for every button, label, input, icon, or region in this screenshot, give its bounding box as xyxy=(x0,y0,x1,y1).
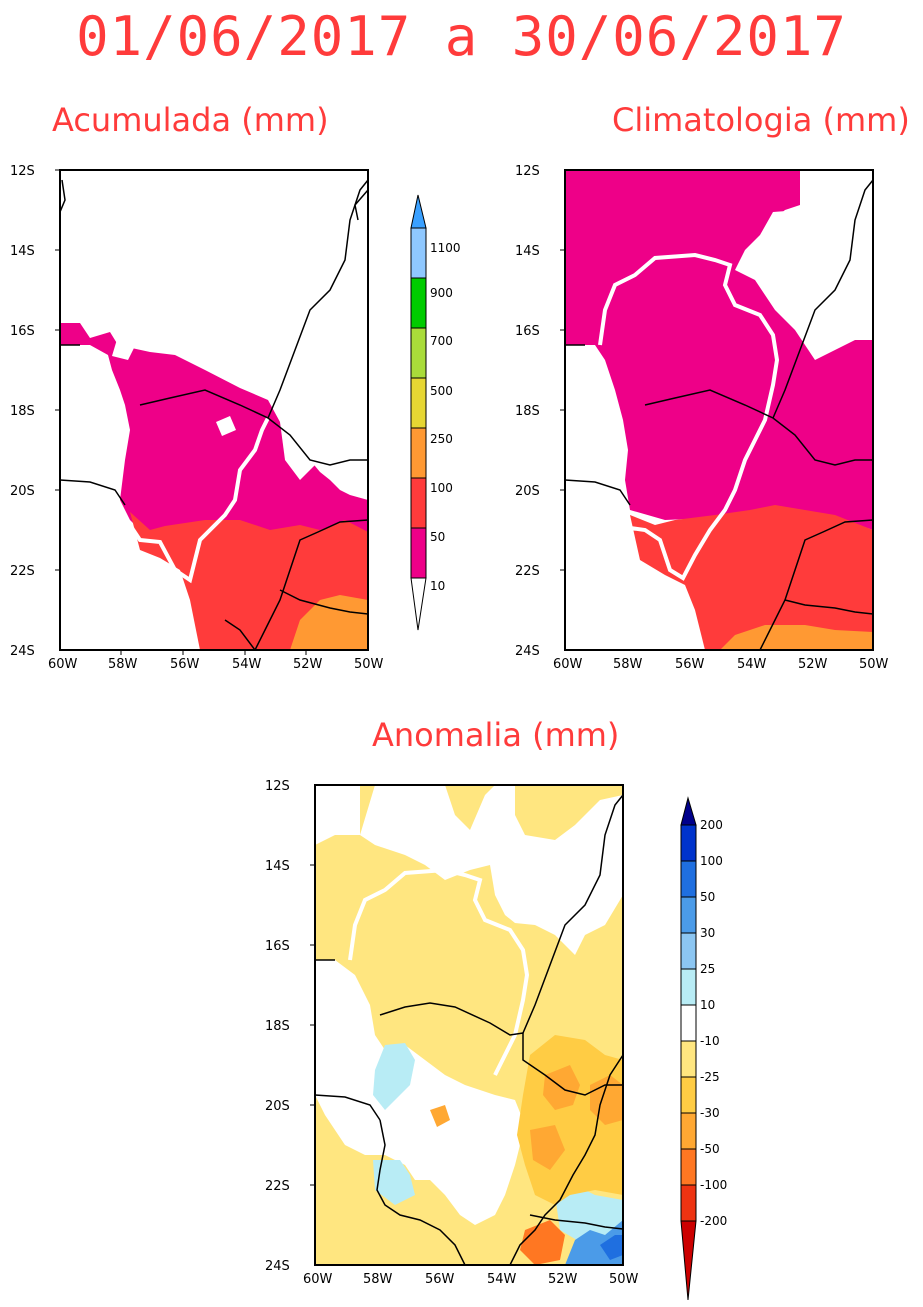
lon-label: 58W xyxy=(363,1272,393,1287)
anomaly-colorbar-label: 100 xyxy=(700,854,723,868)
anomaly-colorbar-label: 10 xyxy=(700,998,715,1012)
lat-label: 16S xyxy=(10,324,35,339)
precip-colorbar: 1100 900 700 500 250 100 50 10 xyxy=(410,194,461,631)
anomaly-colorbar-label: -50 xyxy=(700,1142,720,1156)
lon-label: 50W xyxy=(859,657,889,672)
lat-label: 24S xyxy=(10,644,35,659)
precip-colorbar-label: 700 xyxy=(430,334,453,348)
precip-colorbar-label: 10 xyxy=(430,579,445,593)
magenta-region xyxy=(565,170,873,530)
anomaly-title: Anomalia (mm) xyxy=(372,716,620,754)
lon-label: 52W xyxy=(548,1272,578,1287)
lon-ticks: 60W 58W 56W 54W 52W 50W xyxy=(303,1272,639,1287)
anomaly-colorbar-label: 50 xyxy=(700,890,715,904)
lat-label: 12S xyxy=(265,779,290,794)
anomaly-colorbar-label: -100 xyxy=(700,1178,727,1192)
lon-label: 56W xyxy=(425,1272,455,1287)
anomaly-colorbar-label: 200 xyxy=(700,818,723,832)
lat-label: 14S xyxy=(10,244,35,259)
lat-label: 16S xyxy=(265,939,290,954)
anomaly-map: 12S 14S 16S 18S 20S 22S 24S 60W 58W 56W … xyxy=(265,779,639,1287)
lat-label: 20S xyxy=(515,484,540,499)
lat-label: 20S xyxy=(10,484,35,499)
orange-region xyxy=(720,625,873,650)
lat-label: 14S xyxy=(265,859,290,874)
lon-label: 54W xyxy=(737,657,767,672)
precip-colorbar-label: 1100 xyxy=(430,241,461,255)
light-cyan-region xyxy=(373,1043,415,1110)
lat-ticks: 12S 14S 16S 18S 20S 22S 24S xyxy=(265,779,315,1274)
lat-label: 16S xyxy=(515,324,540,339)
orange-spot xyxy=(430,1105,450,1127)
orange-region xyxy=(290,595,368,650)
lat-label: 18S xyxy=(515,404,540,419)
lat-label: 24S xyxy=(515,644,540,659)
lon-label: 56W xyxy=(675,657,705,672)
lon-label: 58W xyxy=(108,657,138,672)
red-region xyxy=(630,505,873,650)
lon-ticks: 60W 58W 56W 54W 52W 50W xyxy=(553,657,889,672)
lat-ticks: 12S 14S 16S 18S 20S 22S 24S xyxy=(10,164,60,659)
light-cyan-region xyxy=(555,1185,623,1245)
lat-label: 14S xyxy=(515,244,540,259)
precip-colorbar-label: 250 xyxy=(430,432,453,446)
lon-label: 60W xyxy=(48,657,78,672)
precip-colorbar-label: 900 xyxy=(430,286,453,300)
lat-label: 12S xyxy=(515,164,540,179)
lat-label: 18S xyxy=(10,404,35,419)
climatology-map: 12S 14S 16S 18S 20S 22S 24S 60W 58W 56W … xyxy=(515,164,889,672)
lon-label: 50W xyxy=(609,1272,639,1287)
accumulated-map: 12S 14S 16S 18S 20S 22S 24S 60W 58W 56W … xyxy=(10,164,384,672)
lon-label: 60W xyxy=(553,657,583,672)
light-cyan-region xyxy=(373,1160,415,1205)
precip-colorbar-label: 100 xyxy=(430,481,453,495)
lat-label: 22S xyxy=(10,564,35,579)
lon-label: 56W xyxy=(170,657,200,672)
lon-label: 54W xyxy=(487,1272,517,1287)
orange-spot xyxy=(530,1125,565,1170)
lon-label: 52W xyxy=(293,657,323,672)
lon-ticks: 60W 58W 56W 54W 52W 50W xyxy=(48,650,384,672)
lat-label: 12S xyxy=(10,164,35,179)
precip-colorbar-label: 500 xyxy=(430,384,453,398)
lat-label: 22S xyxy=(515,564,540,579)
lon-label: 52W xyxy=(798,657,828,672)
lon-label: 58W xyxy=(613,657,643,672)
lat-ticks: 12S 14S 16S 18S 20S 22S 24S xyxy=(515,164,565,659)
lon-label: 60W xyxy=(303,1272,333,1287)
lon-label: 50W xyxy=(354,657,384,672)
orange-spot xyxy=(520,1220,565,1265)
page-title: 01/06/2017 a 30/06/2017 xyxy=(76,5,847,68)
anomaly-colorbar-label: 25 xyxy=(700,962,715,976)
anomaly-colorbar: 200 100 50 30 25 10 -10 -25 -30 -50 -100… xyxy=(680,796,727,1301)
magenta-region xyxy=(60,323,368,580)
lat-label: 24S xyxy=(265,1259,290,1274)
lat-label: 22S xyxy=(265,1179,290,1194)
anomaly-colorbar-label: -200 xyxy=(700,1214,727,1228)
lon-label: 54W xyxy=(232,657,262,672)
lat-label: 20S xyxy=(265,1099,290,1114)
precip-colorbar-label: 50 xyxy=(430,530,445,544)
anomaly-colorbar-label: -25 xyxy=(700,1070,720,1084)
climatology-title: Climatologia (mm) xyxy=(612,101,910,139)
accumulated-title: Acumulada (mm) xyxy=(52,101,329,139)
lat-label: 18S xyxy=(265,1019,290,1034)
anomaly-colorbar-label: 30 xyxy=(700,926,715,940)
anomaly-colorbar-label: -30 xyxy=(700,1106,720,1120)
anomaly-colorbar-label: -10 xyxy=(700,1034,720,1048)
